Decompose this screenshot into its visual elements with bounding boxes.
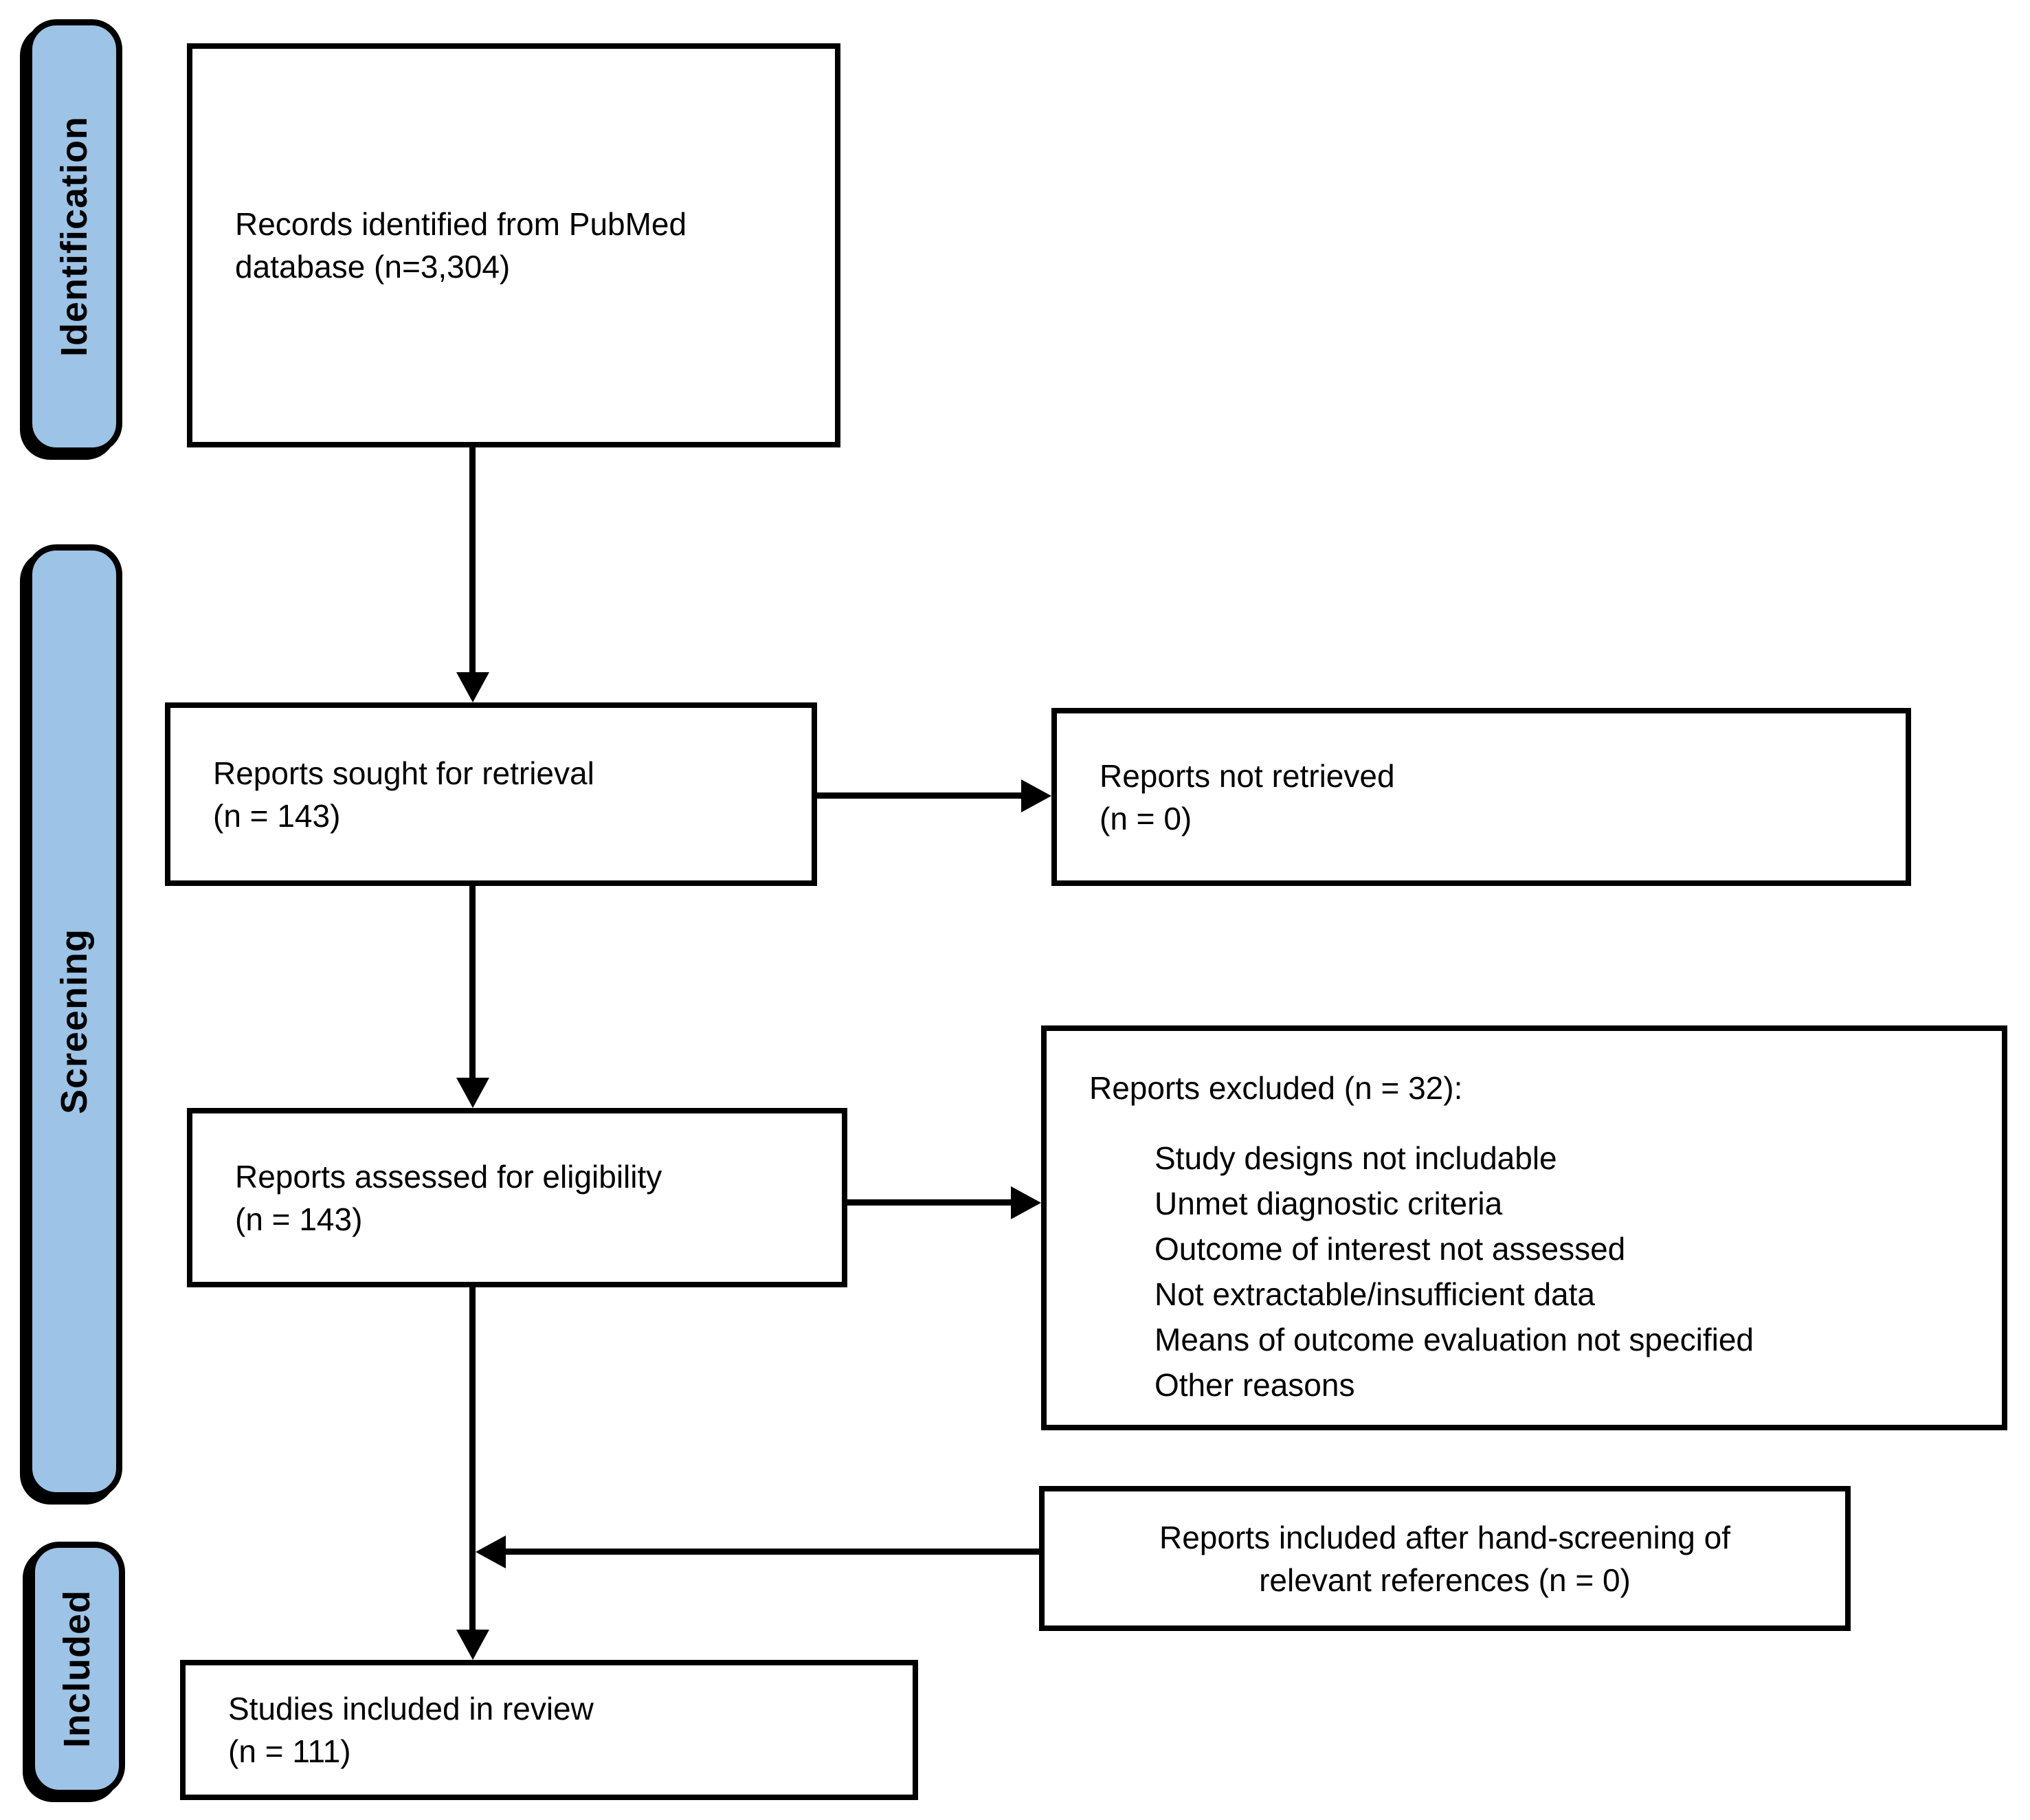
excluded-reason: Unmet diagnostic criteria	[1155, 1186, 1503, 1221]
stage-label-included-text: Included	[56, 1589, 98, 1749]
box-reports-assessed: Reports assessed for eligibility (n = 14…	[187, 1108, 847, 1287]
box-reports-not-retrieved-line1: Reports not retrieved	[1100, 757, 1395, 794]
box-reports-sought-line2: (n = 143)	[213, 797, 341, 834]
arrow-down-icon	[456, 1630, 489, 1660]
box-studies-included-line2: (n = 111)	[228, 1733, 351, 1769]
arrow-assessed-to-excluded-line	[847, 1199, 1012, 1206]
box-reports-assessed-line1: Reports assessed for eligibility	[235, 1158, 662, 1195]
box-hand-screening-line2: relevant references (n = 0)	[1259, 1562, 1631, 1598]
arrow-hand-screening-to-flow-line	[506, 1549, 1039, 1555]
arrow-right-icon	[1011, 1186, 1041, 1219]
box-hand-screening-line1: Reports included after hand-screening of	[1159, 1519, 1731, 1555]
stage-label-included: Included	[29, 1542, 125, 1796]
stage-label-identification: Identification	[26, 19, 122, 454]
box-reports-not-retrieved: Reports not retrieved (n = 0)	[1051, 708, 1911, 886]
arrow-right-icon	[1021, 779, 1051, 812]
box-reports-assessed-line2: (n = 143)	[235, 1201, 363, 1237]
stage-label-screening-text: Screening	[54, 928, 95, 1115]
box-records-identified: Records identified from PubMed database …	[187, 43, 840, 447]
box-studies-included-line1: Studies included in review	[228, 1691, 594, 1727]
excluded-reason: Other reasons	[1155, 1367, 1355, 1403]
excluded-reason: Means of outcome evaluation not specifie…	[1155, 1322, 1754, 1357]
box-reports-not-retrieved-line2: (n = 0)	[1100, 800, 1192, 836]
arrow-down-icon	[456, 1078, 489, 1108]
box-reports-excluded-title: Reports excluded (n = 32):	[1089, 1070, 1463, 1106]
box-reports-included-hand-screening: Reports included after hand-screening of…	[1039, 1486, 1851, 1631]
box-records-identified-line2: database (n=3,304)	[235, 249, 511, 285]
excluded-reason: Study designs not includable	[1155, 1140, 1557, 1176]
stage-label-identification-text: Identification	[54, 116, 95, 357]
arrow-assessed-to-studies-line	[469, 1287, 476, 1631]
stage-label-screening: Screening	[26, 544, 122, 1498]
box-reports-excluded: Reports excluded (n = 32): Study designs…	[1041, 1025, 2007, 1430]
box-reports-sought-line1: Reports sought for retrieval	[213, 755, 594, 791]
box-records-identified-line1: Records identified from PubMed	[235, 206, 687, 242]
box-studies-included: Studies included in review (n = 111)	[180, 1660, 918, 1800]
excluded-reason: Not extractable/insufficient data	[1155, 1276, 1595, 1312]
arrow-left-icon	[476, 1535, 506, 1568]
arrow-sought-to-assessed-line	[469, 885, 476, 1079]
box-reports-sought: Reports sought for retrieval (n = 143)	[165, 702, 817, 886]
arrow-sought-to-not-retrieved-line	[816, 792, 1023, 799]
arrow-down-icon	[456, 672, 489, 702]
arrow-records-to-sought-line	[469, 447, 476, 674]
box-reports-excluded-reasons: Study designs not includable Unmet diagn…	[1089, 1135, 1988, 1408]
excluded-reason: Outcome of interest not assessed	[1155, 1231, 1626, 1267]
